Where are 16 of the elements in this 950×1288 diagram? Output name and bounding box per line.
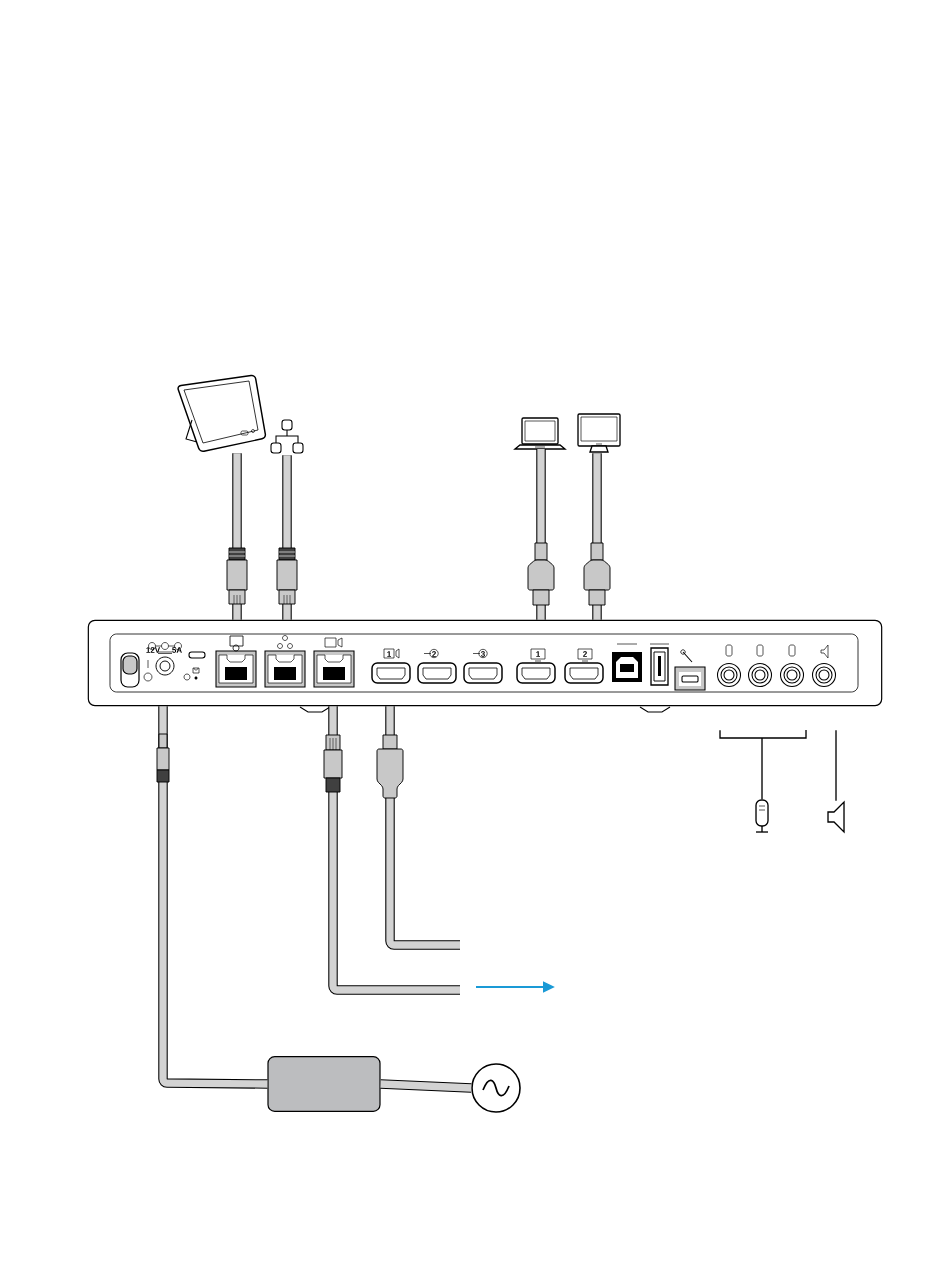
monitor-icon (577, 413, 621, 453)
port-label: 12V (146, 647, 161, 653)
port-label: 5A (172, 647, 182, 653)
port-label: 1 (387, 651, 391, 657)
connector-line (719, 729, 807, 800)
port-label: 2 (583, 651, 587, 657)
microphone-icon (755, 799, 769, 833)
port-label: 3 (480, 651, 485, 657)
power-outlet-symbol (471, 1063, 521, 1113)
port-label: 2 (432, 651, 436, 657)
speaker-icon (827, 800, 845, 834)
port-label: 1 (536, 651, 540, 657)
network-icon (270, 419, 304, 454)
power-adapter (267, 1056, 381, 1112)
touch-panel-drawing (177, 374, 267, 452)
connector-line (835, 729, 837, 802)
